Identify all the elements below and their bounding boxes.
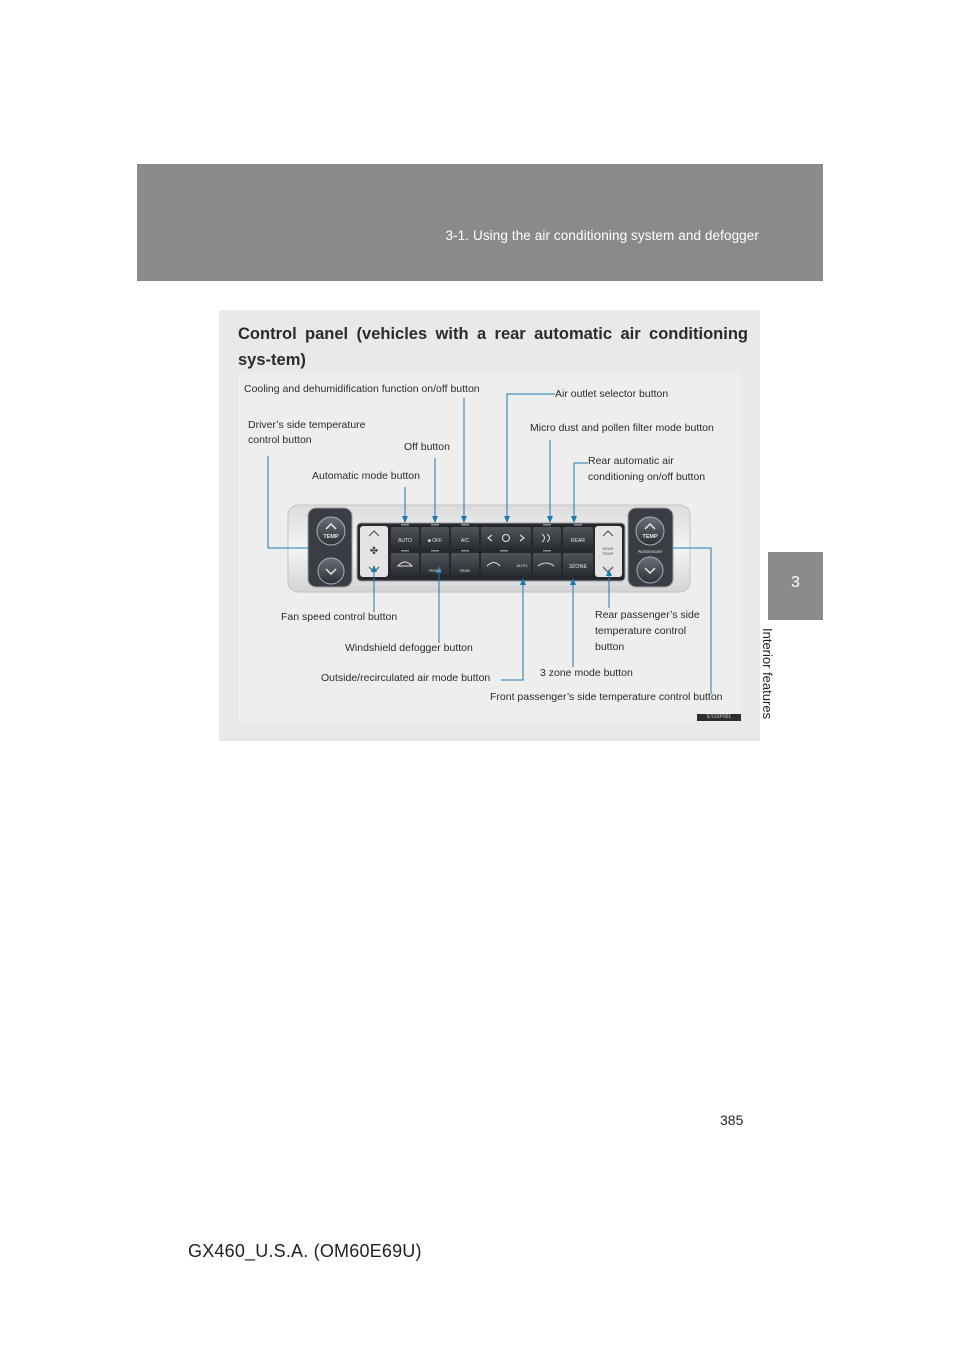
- label-outside-recirculated: Outside/recirculated air mode button: [321, 672, 491, 684]
- outside-air-icon: [537, 562, 555, 567]
- arrow-automatic: [402, 516, 408, 523]
- auto-button: [391, 527, 419, 549]
- arrow-windshield: [436, 566, 442, 573]
- label-driver-temp-line2: control button: [248, 434, 312, 446]
- rear-temp-label-line2: TEMP: [602, 551, 613, 556]
- windshield-defogger-icon: [396, 561, 414, 567]
- label-rear-auto-line2: conditioning on/off button: [588, 471, 706, 483]
- chapter-number: 3: [791, 574, 800, 591]
- off-indicator: [431, 524, 439, 526]
- label-automatic-mode: Automatic mode button: [312, 470, 420, 482]
- figure-code: ILY31P001: [697, 714, 741, 721]
- passenger-temp-up-knob: [635, 516, 665, 546]
- off-button-label: ■ OFF: [428, 538, 442, 544]
- model-code: GX460_U.S.A. (OM60E69U): [188, 1241, 422, 1261]
- passenger-temp-label: TEMP: [642, 534, 658, 540]
- driver-temp-up-knob: [316, 516, 346, 546]
- auto-button-label: AUTO: [398, 538, 412, 544]
- ac-indicator: [461, 524, 469, 526]
- arrow-three-zone: [570, 578, 576, 585]
- leader-rear-auto: [573, 462, 588, 522]
- recirculate-indicator: [500, 550, 508, 552]
- chapter-tab: 3: [768, 552, 823, 620]
- rear-defogger-button: [451, 553, 479, 575]
- label-cooling-button: Cooling and dehumidification function on…: [244, 383, 480, 395]
- outlet-seat-icon: [502, 534, 510, 542]
- front-indicator: [431, 550, 439, 552]
- arrow-fan: [371, 565, 377, 572]
- driver-temp-down-knob: [317, 557, 345, 585]
- label-three-zone: 3 zone mode button: [540, 667, 633, 679]
- rear-button-label: REAR: [571, 538, 585, 544]
- page-number: 385: [720, 1112, 744, 1128]
- leader-driver-temp: [267, 456, 309, 549]
- label-rear-passenger-line2: temperature control: [595, 625, 687, 637]
- outside-indicator: [543, 550, 551, 552]
- arrow-rear-auto: [571, 516, 577, 523]
- auto-indicator: [401, 524, 409, 526]
- windshield-defogger-button: [391, 553, 419, 575]
- arrow-outside: [520, 578, 526, 585]
- driver-temp-down-chevron: [325, 568, 337, 576]
- driver-temp-label: TEMP: [323, 534, 339, 540]
- fan-icon: ✤: [370, 546, 378, 557]
- label-off-button: Off button: [404, 441, 450, 453]
- panel-heading: Control panel (vehicles with a rear auto…: [238, 325, 748, 369]
- label-front-passenger-temp: Front passenger’s side temperature contr…: [490, 691, 723, 703]
- outlet-right-arrow-icon: [519, 534, 525, 542]
- section-title: 3-1. Using the air conditioning system a…: [445, 228, 759, 243]
- arrow-micro-dust: [547, 516, 553, 523]
- rear-temp-label-line1: REAR: [602, 546, 613, 551]
- label-fan-speed: Fan speed control button: [281, 611, 398, 623]
- label-air-outlet-selector: Air outlet selector button: [555, 388, 669, 400]
- rear-temp-column: [595, 526, 622, 577]
- section-header-band: 3-1. Using the air conditioning system a…: [137, 164, 823, 281]
- micro-dust-indicator: [543, 524, 551, 526]
- three-zone-label: 3ZONE: [569, 564, 588, 570]
- filter-icon: [541, 533, 550, 543]
- leader-front-passenger-temp: [672, 547, 712, 694]
- label-rear-passenger-line3: button: [595, 641, 625, 653]
- rear-defog-indicator: [461, 550, 469, 552]
- air-outlet-selector-button: [481, 527, 531, 549]
- windshield-indicator: [401, 550, 409, 552]
- passenger-temp-down-knob: [636, 556, 664, 584]
- passenger-temp-up-chevron: [644, 522, 656, 530]
- passenger-label: PASSENGER: [638, 549, 663, 554]
- arrow-off: [432, 516, 438, 523]
- outlet-left-arrow-icon: [487, 534, 493, 542]
- arrow-air-outlet: [504, 516, 510, 523]
- label-driver-temp-line1: Driver’s side temperature: [248, 419, 366, 431]
- label-rear-passenger-line1: Rear passenger’s side: [595, 609, 700, 621]
- auto-air-label: AUTO: [516, 563, 527, 568]
- label-windshield-defogger: Windshield defogger button: [345, 642, 473, 654]
- rear-indicator: [574, 524, 582, 526]
- outside-air-button: [533, 553, 561, 575]
- three-zone-button: [563, 553, 593, 575]
- rear-temp-up-chevron: [602, 530, 614, 537]
- arrow-cooling: [461, 516, 467, 523]
- off-button: [421, 527, 449, 549]
- micro-dust-filter-button: [533, 527, 561, 549]
- passenger-temp-down-chevron: [644, 567, 656, 575]
- recirculate-icon: [486, 562, 501, 567]
- ac-button-label: A/C: [461, 538, 470, 544]
- front-defog-label: FRONT: [429, 569, 442, 573]
- fan-up-chevron: [368, 530, 380, 537]
- leader-outside: [501, 580, 524, 681]
- recirculated-air-button: [481, 553, 531, 575]
- driver-temp-up-chevron: [325, 522, 337, 530]
- rear-defog-label: REAR: [460, 569, 470, 573]
- fan-speed-column: [360, 526, 388, 577]
- leader-air-outlet: [506, 393, 555, 522]
- front-defogger-button: [421, 553, 449, 575]
- ac-button: [451, 527, 479, 549]
- arrow-rear-passenger: [606, 569, 612, 576]
- label-rear-auto-line1: Rear automatic air: [588, 455, 674, 467]
- rear-ac-button: [563, 527, 593, 549]
- label-micro-dust-filter: Micro dust and pollen filter mode button: [530, 422, 714, 434]
